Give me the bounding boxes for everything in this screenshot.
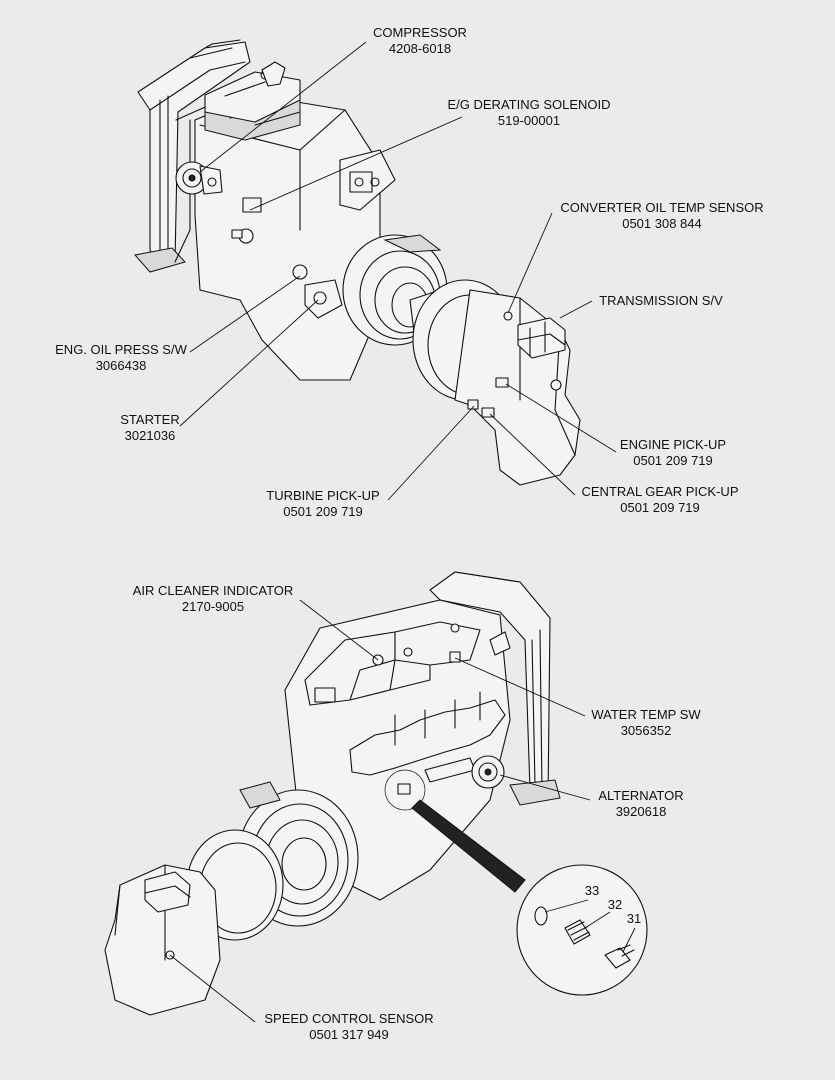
starter-name: STARTER [120,412,180,427]
alternator-part [471,755,505,789]
speed-control-sensor-part-number: 0501 317 949 [309,1027,389,1042]
air-cleaner-indicator-part-number: 2170-9005 [181,599,245,614]
air-cleaner-indicator-name: AIR CLEANER INDICATOR [132,583,294,598]
detail-item-32: 32 [607,897,623,912]
top-leader-lines [179,41,617,501]
water-temp-sw-label: WATER TEMP SW 3056352 [591,707,700,739]
bottom-leader-lines [169,599,591,1023]
compressor-part-number: 4208-6018 [388,41,452,56]
transmission-sv-name: TRANSMISSION S/V [599,293,723,308]
eng-oil-press-sw-name: ENG. OIL PRESS S/W [55,342,187,357]
bottom-engine-assembly [104,571,561,1016]
transmission-sv-part [517,317,566,359]
detail-view [411,799,648,996]
detail-item-33: 33 [584,883,600,898]
transmission-sv-label: TRANSMISSION S/V [599,293,723,309]
eg-derating-solenoid-part-number: 519-00001 [497,113,561,128]
compressor-label: COMPRESSOR 4208-6018 [373,25,467,57]
engine-pickup-part-number: 0501 209 719 [633,453,713,468]
compressor-part [175,161,223,195]
central-gear-pickup-part-number: 0501 209 719 [620,500,700,515]
central-gear-pickup-label: CENTRAL GEAR PICK-UP 0501 209 719 [582,484,739,516]
water-temp-sw-name: WATER TEMP SW [591,707,701,722]
eng-oil-press-sw-label: ENG. OIL PRESS S/W 3066438 [55,342,187,374]
turbine-pickup-label: TURBINE PICK-UP 0501 209 719 [266,488,379,520]
detail-item-31: 31 [626,911,642,926]
eg-derating-solenoid-label: E/G DERATING SOLENOID 519-00001 [447,97,610,129]
engine-pickup-name: ENGINE PICK-UP [619,437,727,452]
alternator-label: ALTERNATOR 3920618 [598,788,683,820]
speed-control-sensor-name: SPEED CONTROL SENSOR [264,1011,434,1026]
alternator-name: ALTERNATOR [598,788,684,803]
central-gear-pickup-name: CENTRAL GEAR PICK-UP [581,484,739,499]
eng-oil-press-sw-part-number: 3066438 [95,358,147,373]
air-cleaner-indicator-label: AIR CLEANER INDICATOR 2170-9005 [133,583,294,615]
alternator-part-number: 3920618 [615,804,667,819]
converter-oil-temp-sensor-part-number: 0501 308 844 [622,216,702,231]
converter-oil-temp-sensor-name: CONVERTER OIL TEMP SENSOR [560,200,764,215]
turbine-pickup-part-number: 0501 209 719 [283,504,363,519]
water-temp-sw-part-number: 3056352 [620,723,672,738]
engine-pickup-label: ENGINE PICK-UP 0501 209 719 [620,437,726,469]
eg-derating-solenoid-name: E/G DERATING SOLENOID [447,97,611,112]
speed-control-sensor-label: SPEED CONTROL SENSOR 0501 317 949 [264,1011,433,1043]
starter-part-number: 3021036 [124,428,176,443]
top-engine-assembly [134,39,581,486]
starter-label: STARTER 3021036 [120,412,179,444]
converter-oil-temp-sensor-label: CONVERTER OIL TEMP SENSOR 0501 308 844 [560,200,763,232]
turbine-pickup-name: TURBINE PICK-UP [266,488,380,503]
compressor-name: COMPRESSOR [373,25,467,40]
